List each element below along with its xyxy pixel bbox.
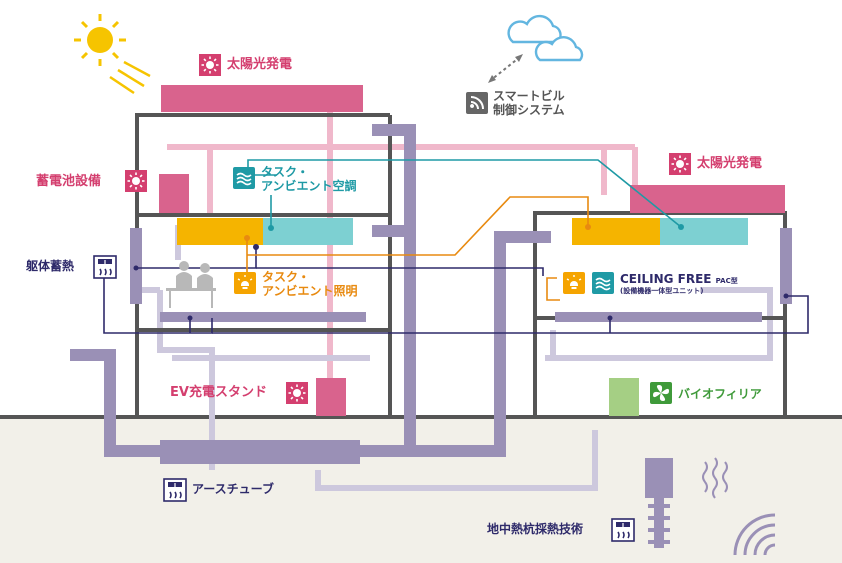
ceiling-free-subtitle: (設備機器一体型ユニット) <box>620 286 704 295</box>
task-ambient-ac-line2: アンビエント空調 <box>261 178 357 193</box>
link-arrow-up <box>515 54 523 62</box>
solar-top-label: 太陽光発電 <box>227 57 293 72</box>
skeleton-storage-column-right <box>780 228 792 304</box>
earth-tube-icon <box>163 478 187 502</box>
skeleton-storage-label: 躯体蓄熱 <box>26 259 75 273</box>
air-ducts <box>142 225 773 491</box>
task-light-unit-left <box>177 218 263 245</box>
task-ambient-ac-line1: タスク・ <box>261 165 309 179</box>
sun-icon <box>74 14 151 95</box>
battery-icon <box>124 169 148 193</box>
smart-control-lines-orange <box>246 196 589 301</box>
solar-right-label: 太陽光発電 <box>697 156 763 171</box>
ceiling-ac-unit-right <box>660 218 748 245</box>
earth-heat-arcs <box>733 513 776 556</box>
slab-pipe-left <box>160 312 366 322</box>
orange-dot-left <box>244 235 250 241</box>
orange-dot-right <box>585 224 591 230</box>
slab-pipe-right <box>555 312 762 322</box>
ac-wave-icon <box>232 166 256 190</box>
geothermal-icon <box>611 518 635 542</box>
wifi-icon <box>466 92 488 114</box>
ceiling-free-title: CEILING FREE <box>620 272 712 286</box>
geothermal-label: 地中熱杭採熱技術 <box>487 522 584 536</box>
geothermal-pile <box>654 498 664 548</box>
teal-dot-right <box>678 224 684 230</box>
ceiling-light-unit-right <box>572 218 660 245</box>
ceiling-free-wave-icon <box>591 271 615 295</box>
cloud-icon <box>507 14 584 62</box>
fan-leaf-icon <box>650 382 672 404</box>
link-arrow-down <box>488 75 496 83</box>
solar-panel-right <box>630 185 785 213</box>
geothermal-head <box>645 458 673 498</box>
ev-stand-unit <box>316 378 346 416</box>
solar-top-icon <box>198 53 222 77</box>
ceiling-free-label: CEILING FREE PAC型 (設備機器一体型ユニット) <box>620 272 738 295</box>
battery-label: 蓄電池設備 <box>36 174 102 189</box>
bulb-icon <box>233 271 257 295</box>
smart-building-line2: 制御システム <box>493 102 565 117</box>
task-ac-unit-left <box>263 218 353 245</box>
heat-storage-icon <box>93 255 117 279</box>
heat-waves-icon <box>702 457 728 499</box>
control-dots <box>133 244 789 321</box>
task-ambient-ac-label: タスク・ アンビエント空調 <box>261 165 357 194</box>
task-ambient-light-line2: アンビエント照明 <box>262 283 358 298</box>
wireless-link <box>490 56 521 81</box>
solar-right-icon <box>668 152 692 176</box>
task-ambient-light-line1: タスク・ <box>262 270 310 284</box>
teal-dot-left <box>268 225 274 231</box>
earth-tube-label: アースチューブ <box>192 482 274 496</box>
people-icon <box>166 261 216 308</box>
ev-stand-icon <box>285 381 309 405</box>
smart-building-line1: スマートビル <box>493 89 565 103</box>
earth-tube-body <box>160 440 360 464</box>
geothermal-fins <box>648 504 670 544</box>
earth-tube-duct <box>70 124 551 457</box>
biophilia-label: バイオフィリア <box>678 387 762 401</box>
smart-control-lines-teal <box>247 159 682 228</box>
biophilia-unit <box>609 378 639 416</box>
solar-pipes <box>167 110 638 390</box>
battery-unit <box>159 174 189 213</box>
task-ambient-light-label: タスク・ アンビエント照明 <box>262 270 358 299</box>
ceiling-free-type: PAC型 <box>715 277 738 285</box>
ev-stand-label: EV充電スタンド <box>170 385 267 400</box>
solar-panel-top <box>161 85 363 112</box>
smart-building-label: スマートビル 制御システム <box>493 89 565 118</box>
ceiling-free-bulb-icon <box>562 271 586 295</box>
